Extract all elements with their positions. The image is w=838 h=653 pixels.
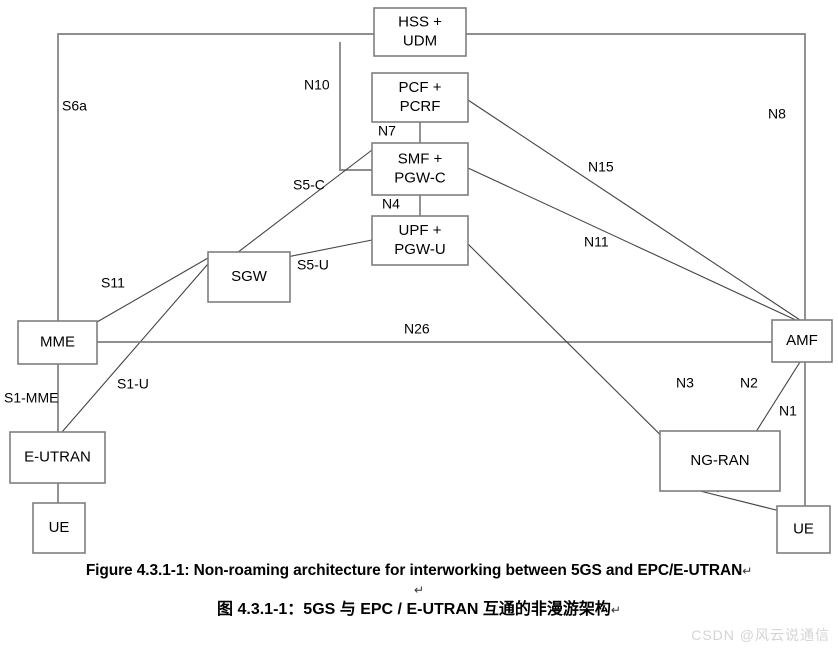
csdn-watermark: CSDN @风云说通信 [691, 627, 830, 643]
node-eutran: E-UTRAN [9, 431, 106, 484]
link-label-s5c: S5-C [293, 177, 325, 193]
link-label-s5u: S5-U [297, 257, 329, 273]
link-label-n10: N10 [304, 77, 330, 93]
node-box-amf [771, 319, 833, 363]
node-label-mme: MME [40, 333, 75, 350]
node-label-smf: SMF + [398, 150, 443, 167]
node-smf: SMF + PGW-C [371, 142, 469, 196]
node-label-upf: PGW-U [394, 241, 445, 258]
link-label-s1u: S1-U [117, 376, 149, 392]
caption-middle-pilcrow: ↵ [413, 583, 425, 597]
interface-n15 [467, 99, 801, 321]
node-upf: UPF + PGW-U [371, 215, 469, 266]
node-box-smf [371, 142, 469, 196]
interface-n11 [467, 167, 801, 323]
interface-n8 [466, 33, 806, 320]
node-label-hss: UDM [403, 32, 437, 49]
node-label-ngran: NG-RAN [690, 452, 749, 469]
caption-english-pilcrow: ↵ [742, 564, 753, 578]
node-pcf: PCF + PCRF [371, 72, 469, 123]
node-box-pcf [371, 72, 469, 123]
link-label-s11: S11 [101, 275, 125, 291]
node-sgw: SGW [207, 251, 291, 303]
caption-chinese-text: 图 4.3.1-1：5GS 与 EPC / E-UTRAN 互通的非漫游架构 [217, 601, 611, 618]
node-label-hss: HSS + [398, 13, 442, 30]
link-label-n8: N8 [768, 106, 786, 122]
interface-n10 [339, 42, 372, 171]
node-hss: HSS + UDM [373, 7, 467, 57]
node-box-eutran [9, 431, 106, 484]
interface-s1u [61, 256, 215, 433]
node-box-mme [17, 320, 98, 365]
link-label-n15: N15 [588, 159, 614, 175]
node-label-sgw: SGW [231, 268, 268, 285]
caption-english-text: Figure 4.3.1-1: Non-roaming architecture… [85, 562, 743, 579]
nodes-layer: HSS + UDM PCF + PCRF SMF + PGW-C UPF + PGW-U SGW… [9, 7, 833, 554]
node-box-ngran [659, 430, 781, 492]
node-label-smf: PGW-C [394, 169, 446, 186]
node-ue_right: UE [776, 505, 831, 554]
link-label-n11: N11 [584, 234, 609, 250]
caption-english-line: Figure 4.3.1-1: Non-roaming architecture… [0, 560, 838, 582]
node-label-upf: UPF + [399, 222, 442, 239]
node-label-amf: AMF [786, 332, 818, 349]
link-label-s6a: S6a [62, 98, 87, 114]
node-box-hss [373, 7, 467, 57]
node-ue_left: UE [32, 502, 86, 554]
caption-chinese-pilcrow: ↵ [610, 603, 621, 617]
link-label-n4: N4 [382, 196, 400, 212]
node-label-ue_left: UE [49, 519, 70, 536]
link-label-n2: N2 [740, 375, 758, 391]
architecture-svg: HSS + UDM PCF + PCRF SMF + PGW-C UPF + PGW-U SGW… [4, 7, 833, 554]
node-box-upf [371, 215, 469, 266]
link-label-n7: N7 [378, 123, 396, 139]
interface-s11 [96, 257, 209, 323]
caption-chinese-line: 图 4.3.1-1：5GS 与 EPC / E-UTRAN 互通的非漫游架构↵ [0, 598, 838, 622]
node-ngran: NG-RAN [659, 430, 781, 492]
interface-s6a [57, 33, 374, 342]
node-label-eutran: E-UTRAN [24, 448, 91, 465]
node-label-pcf: PCRF [400, 98, 441, 115]
link-label-n3: N3 [676, 375, 694, 391]
figure-caption: Figure 4.3.1-1: Non-roaming architecture… [0, 560, 838, 622]
node-box-sgw [207, 251, 291, 303]
node-label-pcf: PCF + [399, 79, 442, 96]
node-label-ue_right: UE [793, 520, 814, 537]
node-amf: AMF [771, 319, 833, 363]
link-label-n1: N1 [779, 403, 797, 419]
link-label-n26: N26 [404, 321, 430, 337]
node-mme: MME [17, 320, 98, 365]
node-box-ue_right [776, 505, 831, 554]
node-box-ue_left [32, 502, 86, 554]
link-label-s1mme: S1-MME [4, 390, 58, 406]
